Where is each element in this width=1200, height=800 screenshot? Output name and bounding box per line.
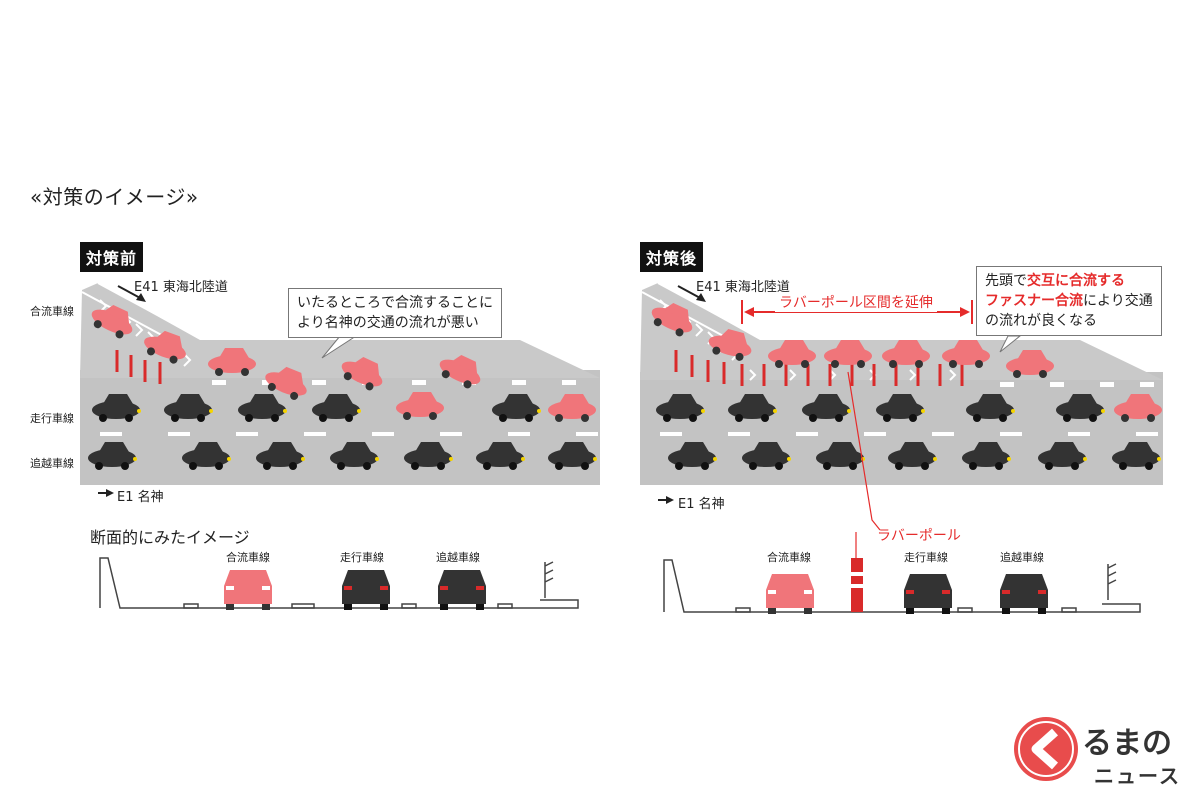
after-span-label: ラバーポール区間を延伸 <box>775 292 937 312</box>
before-section-cars <box>224 570 486 610</box>
before-section-title: 断面的にみたイメージ <box>90 528 250 547</box>
after-callout-e: の流れが良くなる <box>985 313 1097 329</box>
after-section-passing-label: 追越車線 <box>1000 551 1044 564</box>
after-direction: E1 名神 <box>678 497 725 512</box>
before-direction: E1 名神 <box>117 490 164 505</box>
after-tag: 対策後 <box>640 242 704 272</box>
logo-line1: るまの <box>1082 726 1172 761</box>
before-merge-cars <box>91 304 596 422</box>
after-callout-b: 交互に合流する <box>1027 273 1125 289</box>
after-main-cars <box>656 394 1161 470</box>
after-pole-label: ラバーポール <box>877 528 961 544</box>
after-callout: 先頭で交互に合流する ファスナー合流により交通 の流れが良くなる <box>976 266 1162 336</box>
before-merge-ramp <box>80 283 600 378</box>
after-section-cars <box>766 574 1048 614</box>
before-callout: いたるところで合流することに より名神の交通の流れが悪い <box>288 288 502 338</box>
after-ramp-arrow <box>677 285 703 300</box>
logo-line2: ニュース <box>1094 764 1181 788</box>
before-lane-passing: 追越車線 <box>30 457 74 470</box>
logo-mark <box>1014 717 1078 781</box>
after-span-arrow <box>741 300 973 324</box>
after-section-travel-label: 走行車線 <box>904 551 948 564</box>
before-ramp-arrow <box>117 285 143 300</box>
after-callout-a: 先頭で <box>985 273 1027 289</box>
after-callout-c: ファスナー合流 <box>985 293 1083 309</box>
after-road-name: E41 東海北陸道 <box>696 280 790 295</box>
after-merge-cars <box>651 302 1162 422</box>
before-rubber-poles <box>115 350 162 384</box>
figure-heading: «対策のイメージ» <box>30 185 199 209</box>
before-tag: 対策前 <box>80 242 144 272</box>
after-rubber-poles <box>674 350 964 386</box>
before-section-travel-label: 走行車線 <box>340 551 384 564</box>
after-callout-d: により交通 <box>1083 293 1153 309</box>
before-road-name: E41 東海北陸道 <box>134 280 228 295</box>
after-section-merge-label: 合流車線 <box>767 551 811 564</box>
before-callout-line2: より名神の交通の流れが悪い <box>297 315 479 331</box>
after-pole-leader <box>847 371 881 531</box>
before-callout-line1: いたるところで合流することに <box>297 295 493 311</box>
before-main-cars <box>88 394 597 470</box>
before-cross-section <box>99 557 579 609</box>
before-section-passing-label: 追越車線 <box>436 551 480 564</box>
after-section-pole <box>851 558 863 612</box>
before-section-merge-label: 合流車線 <box>226 551 270 564</box>
after-cross-section <box>663 559 1141 613</box>
after-lane-markings <box>660 382 1158 436</box>
before-lane-travel: 走行車線 <box>30 412 74 425</box>
before-lane-merge: 合流車線 <box>30 305 74 318</box>
